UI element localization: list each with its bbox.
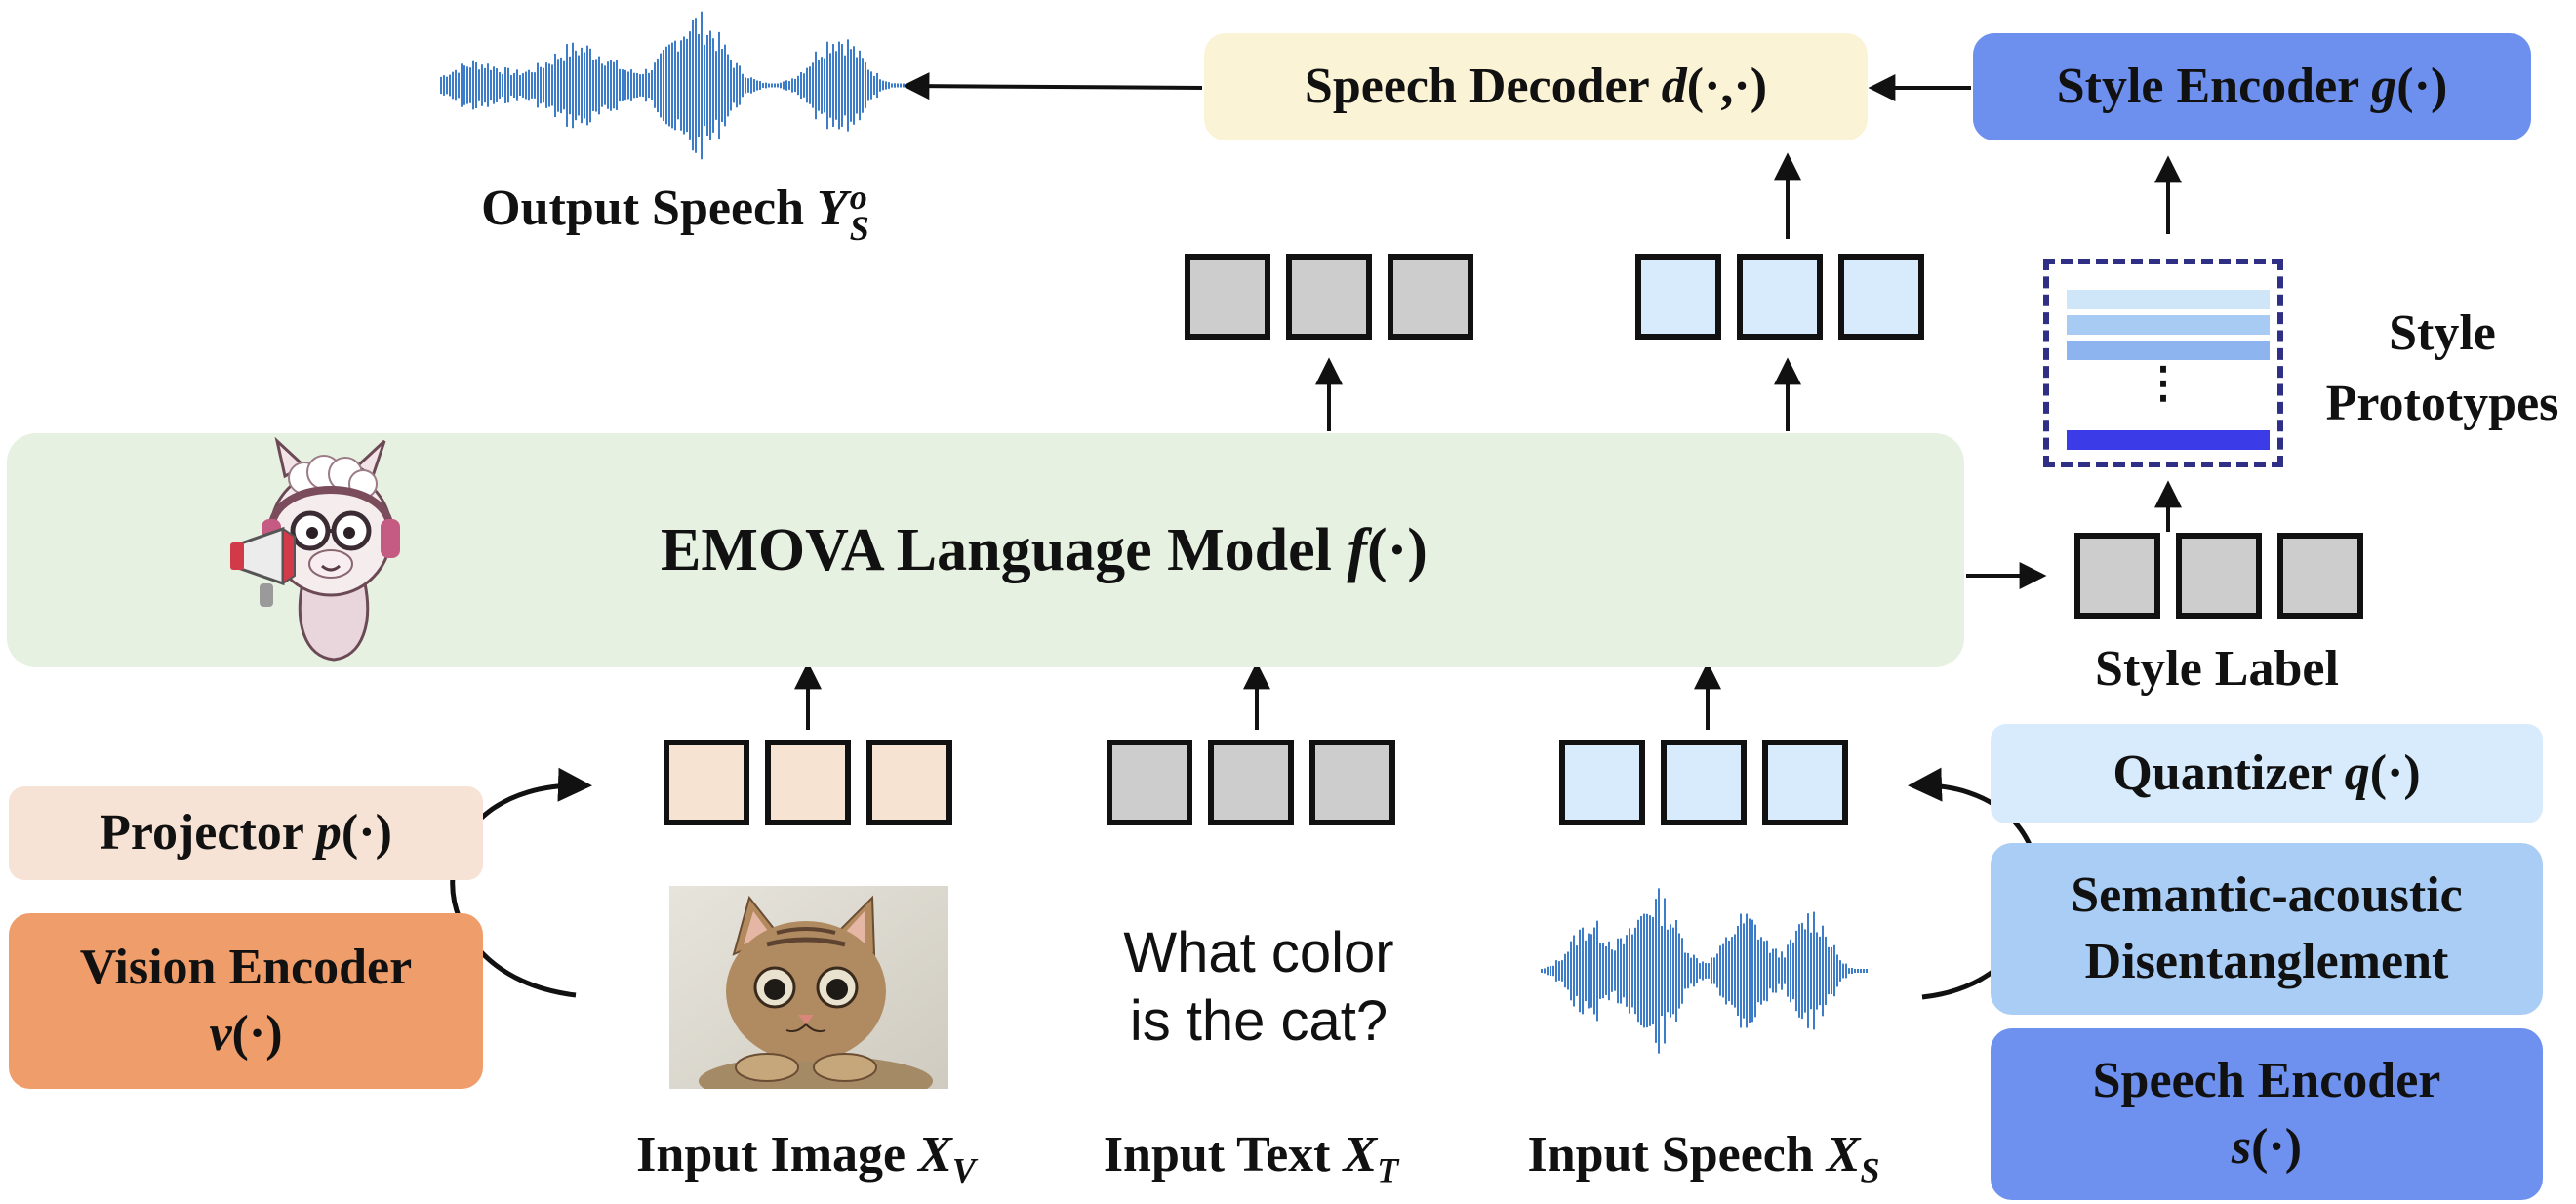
projector-box: Projector p(·)	[9, 786, 483, 880]
output-waveform-icon	[440, 11, 905, 160]
text-token	[1309, 740, 1395, 825]
text-token	[1208, 740, 1294, 825]
speech-token	[1559, 740, 1645, 825]
image-token	[765, 740, 851, 825]
output-speech-token	[1737, 254, 1823, 340]
style-label-token	[2176, 533, 2262, 619]
llama-mascot-icon	[230, 437, 400, 662]
speech-token	[1661, 740, 1747, 825]
speech-token	[1762, 740, 1848, 825]
style-label-caption: Style Label	[2095, 641, 2339, 697]
disentanglement-box: Semantic-acoustic Disentanglement	[1991, 843, 2543, 1015]
prototype-bar	[2067, 315, 2270, 335]
prototype-bar	[2067, 341, 2270, 360]
cat-photo-icon	[669, 886, 948, 1089]
image-token	[664, 740, 749, 825]
input-speech-label: Input Speech XS	[1527, 1127, 1880, 1190]
output-speech-token	[1838, 254, 1924, 340]
style-encoder-box: Style Encoder g(·)	[1973, 33, 2531, 140]
input-text-label: Input Text XT	[1103, 1127, 1399, 1190]
prototype-bar	[2067, 290, 2270, 309]
output-text-token	[1185, 254, 1270, 340]
speech-decoder-box: Speech Decoder d(·,·)	[1204, 33, 1868, 140]
input-image-label: Input Image XV	[636, 1127, 976, 1190]
arrow-decoder-to-output	[902, 72, 1203, 100]
curve-arrow-vision-to-tokens	[450, 767, 592, 998]
input-waveform-icon	[1541, 888, 1868, 1054]
output-speech-token	[1635, 254, 1721, 340]
quantizer-box: Quantizer q(·)	[1991, 724, 2543, 823]
prototype-bar-selected	[2067, 430, 2270, 450]
style-label-token	[2074, 533, 2160, 619]
image-token	[866, 740, 952, 825]
text-token	[1107, 740, 1192, 825]
style-prototypes-panel: ⋮	[2043, 259, 2283, 467]
style-label-token	[2277, 533, 2363, 619]
speech-encoder-box: Speech Encoder s(·)	[1991, 1028, 2543, 1200]
style-prototypes-label: Style Prototypes	[2325, 305, 2559, 431]
input-text-content: What color is the cat?	[1123, 921, 1394, 1053]
prototype-ellipsis: ⋮	[2142, 359, 2185, 407]
vision-encoder-box: Vision Encoder v(·)	[9, 913, 483, 1089]
output-text-token	[1388, 254, 1473, 340]
output-text-token	[1286, 254, 1372, 340]
